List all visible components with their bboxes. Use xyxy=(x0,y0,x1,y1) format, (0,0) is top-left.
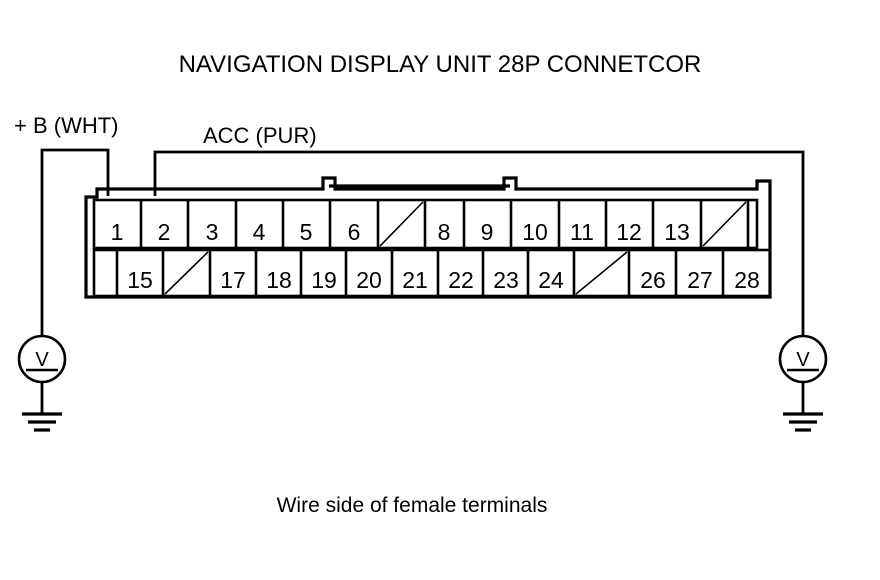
voltmeter-right: V xyxy=(778,334,828,414)
wire-path-acc xyxy=(153,150,805,336)
pin-label-top-2: 2 xyxy=(158,219,171,245)
pin-label-bottom-21: 21 xyxy=(402,267,428,293)
pin-label-bottom-18: 18 xyxy=(266,267,292,293)
pin-label-top-3: 3 xyxy=(206,219,219,245)
pin-label-bottom-15: 15 xyxy=(127,267,153,293)
voltmeter-symbol: V xyxy=(796,349,810,371)
pin-label-top-8: 8 xyxy=(438,219,451,245)
diagram-title: NAVIGATION DISPLAY UNIT 28P CONNETCOR xyxy=(179,51,702,78)
ground-symbol-right xyxy=(783,412,823,432)
pin-label-top-6: 6 xyxy=(348,219,361,245)
blank-cell-diagonal xyxy=(702,201,747,247)
pin-label-bottom-24: 24 xyxy=(538,267,564,293)
pin-label-top-12: 12 xyxy=(616,219,642,245)
blank-cell-diagonal xyxy=(575,251,628,295)
wire-label-acc: ACC (PUR) xyxy=(203,123,317,148)
pin-label-top-11: 11 xyxy=(570,219,594,245)
blank-cell-diagonal xyxy=(379,201,424,247)
voltmeter-symbol: V xyxy=(35,349,49,371)
pin-label-bottom-20: 20 xyxy=(356,267,382,293)
pin-label-bottom-23: 23 xyxy=(493,267,519,293)
pin-label-bottom-17: 17 xyxy=(220,267,246,293)
pin-label-bottom-27: 27 xyxy=(687,267,713,293)
voltmeter-left: V xyxy=(17,334,67,414)
pin-label-bottom-26: 26 xyxy=(640,267,666,293)
blank-cell-diagonal xyxy=(164,251,209,295)
diagram-caption: Wire side of female terminals xyxy=(277,494,548,517)
pin-label-top-5: 5 xyxy=(300,219,313,245)
pin-label-bottom-19: 19 xyxy=(311,267,337,293)
pin-label-bottom-22: 22 xyxy=(448,267,474,293)
pin-label-top-10: 10 xyxy=(522,219,548,245)
connector-housing xyxy=(84,176,772,299)
ground-symbol-left xyxy=(22,412,62,432)
connector-bottom-row: 15 17 18 19 20 21 22 23 24 26 27 28 xyxy=(92,248,772,298)
pin-label-bottom-28: 28 xyxy=(734,267,760,293)
wire-label-plus-b: + B (WHT) xyxy=(14,113,119,138)
pin-label-top-9: 9 xyxy=(481,219,494,245)
wire-path-plus-b xyxy=(40,148,110,336)
connector-top-row: 1 2 3 4 5 6 8 9 10 11 12 13 xyxy=(92,198,759,250)
pin-label-top-1: 1 xyxy=(111,219,124,245)
pin-label-top-4: 4 xyxy=(253,219,266,245)
pin-label-top-13: 13 xyxy=(664,219,690,245)
